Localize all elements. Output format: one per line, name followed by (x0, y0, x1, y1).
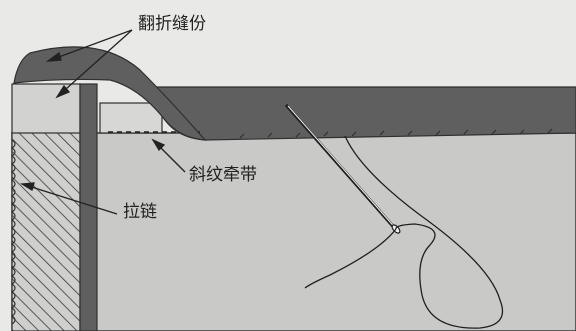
facing-strip (11, 83, 81, 135)
top-fabric-layer (138, 86, 576, 141)
label-seam-allowance: 翻折缝份 (138, 14, 206, 34)
label-bias-tape: 斜纹牵带 (189, 165, 257, 185)
label-zipper: 拉链 (123, 202, 157, 222)
seam-allowance-flap (13, 46, 207, 141)
stitch-marks (239, 128, 553, 139)
thread (344, 135, 504, 329)
garment-body (11, 132, 576, 331)
leader-lines (19, 29, 186, 215)
zipper-teeth (10, 139, 16, 325)
thread-tail (304, 228, 397, 289)
needle (285, 104, 401, 234)
seam-tab (99, 102, 163, 134)
zipper-area (11, 132, 81, 331)
